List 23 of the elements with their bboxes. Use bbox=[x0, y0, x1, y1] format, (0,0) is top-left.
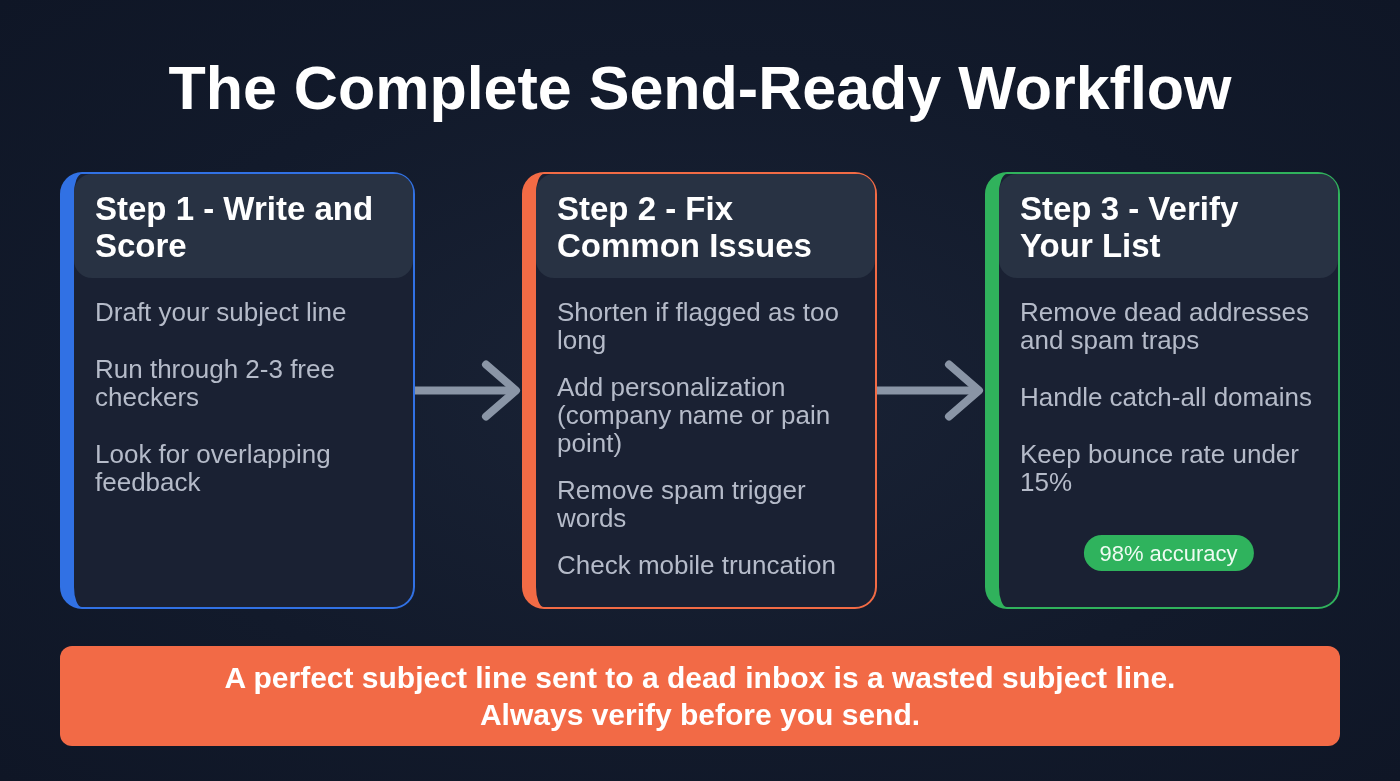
callout-banner bbox=[60, 646, 1340, 746]
step-item: Remove dead addresses and spam traps bbox=[1020, 298, 1311, 354]
step-item: Shorten if flagged as too long bbox=[557, 298, 840, 354]
arrow bbox=[415, 360, 520, 421]
step-item: Add personalization (company name or pain point) bbox=[557, 373, 832, 457]
step-heading: Step 2 - Fix Common Issues bbox=[557, 190, 813, 264]
step-item: Draft your subject line bbox=[95, 298, 348, 326]
step-card bbox=[522, 172, 877, 609]
step-item: Remove spam trigger words bbox=[557, 476, 807, 532]
arrow bbox=[877, 360, 983, 421]
step-item: Check mobile truncation bbox=[557, 551, 837, 579]
step-heading: Step 1 - Write and Score bbox=[95, 190, 375, 264]
step-item: Run through 2-3 free checkers bbox=[95, 355, 336, 411]
stat-pill: 98% accuracy bbox=[1083, 535, 1254, 571]
diagram-title: The Complete Send-Ready Workflow bbox=[168, 53, 1232, 124]
banner-text: A perfect subject line sent to a dead inbox is a wasted subject line. bbox=[224, 660, 1176, 696]
step-card bbox=[985, 172, 1340, 609]
step-heading: Step 3 - Verify Your List bbox=[1020, 190, 1240, 264]
step-card bbox=[60, 172, 415, 609]
step-item: Handle catch-all domains bbox=[1020, 383, 1313, 411]
banner-text: Always verify before you send. bbox=[479, 697, 921, 733]
step-item: Keep bounce rate under 15% bbox=[1020, 440, 1300, 496]
step-item: Look for overlapping feedback bbox=[95, 440, 332, 496]
